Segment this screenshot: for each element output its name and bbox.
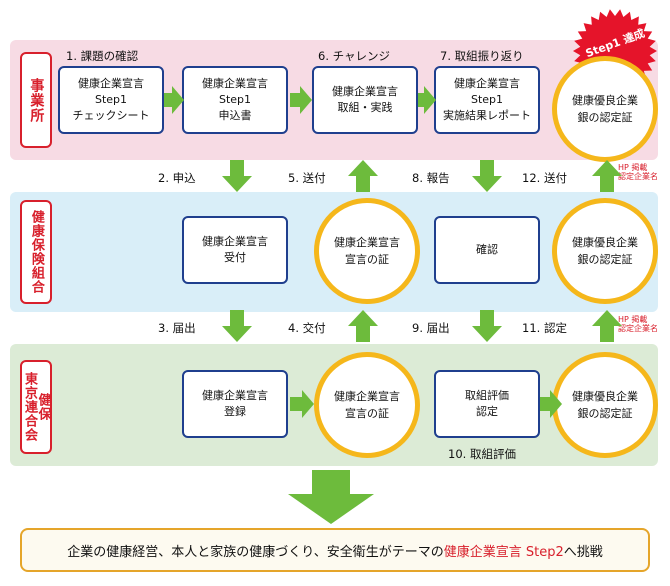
report-line1: 健康企業宣言 — [454, 77, 520, 91]
banner-text-highlight: 健康企業宣言 Step2 — [443, 544, 564, 560]
silver-company-line2: 銀の認定証 — [577, 111, 633, 124]
arrow-right-practice-to-report — [418, 86, 436, 114]
hp-note-bottom-line1: HP 掲載 — [618, 315, 648, 324]
declaration-kumiai-line2: 宣言の証 — [345, 253, 389, 266]
step-2-label: 2. 申込 — [158, 171, 196, 185]
declaration-kumiai-line1: 健康企業宣言 — [334, 235, 400, 249]
step-1-label: 1. 課題の確認 — [66, 49, 139, 63]
registration-box: 健康企業宣言 登録 — [182, 370, 288, 438]
reception-line2: 受付 — [224, 251, 246, 264]
declaration-rengokai-line1: 健康企業宣言 — [334, 389, 400, 403]
application-box: 健康企業宣言 Step1 申込書 — [182, 66, 288, 134]
arrow-right-application-to-practice — [290, 86, 312, 114]
checksheet-line2: Step1 — [94, 93, 128, 107]
arrow-down-step9 — [472, 310, 502, 342]
arrow-right-evaluation-to-certificate — [540, 390, 562, 418]
silver-kumiai-line2: 銀の認定証 — [577, 253, 633, 266]
arrow-up-step5 — [348, 160, 378, 192]
row-label-kenpo-kumiai-text: 健康保険組合 — [28, 210, 44, 294]
application-line2: Step1 — [218, 93, 252, 107]
application-line1: 健康企業宣言 — [202, 77, 268, 91]
declaration-proof-circle-rengokai: 健康企業宣言 宣言の証 — [314, 352, 420, 458]
report-line2: Step1 — [470, 93, 504, 107]
step-7-label: 7. 取組振り返り — [440, 49, 524, 63]
row-label-jigyosho-text: 事業所 — [28, 77, 45, 123]
step-3-label: 3. 届出 — [158, 321, 196, 335]
checksheet-line3: チェックシート — [72, 108, 150, 122]
hp-note-top-line2: 認定企業名 — [618, 172, 658, 182]
evaluation-box: 取組評価 認定 — [434, 370, 540, 438]
banner-text-after: へ挑戦 — [563, 544, 603, 560]
silver-certificate-circle-company: 健康優良企業 銀の認定証 — [552, 56, 658, 162]
silver-rengokai-line2: 銀の認定証 — [577, 407, 633, 420]
arrow-down-step3 — [222, 310, 252, 342]
arrow-right-registration-to-declaration — [290, 390, 314, 418]
reception-box: 健康企業宣言 受付 — [182, 216, 288, 284]
silver-company-line1: 健康優良企業 — [572, 93, 638, 107]
row-label-tokyo-col1: 健保 — [35, 393, 51, 421]
declaration-proof-circle-kumiai: 健康企業宣言 宣言の証 — [314, 198, 420, 304]
registration-line2: 登録 — [224, 405, 246, 418]
step-10-label: 10. 取組評価 — [448, 447, 516, 461]
checksheet-line1: 健康企業宣言 — [78, 77, 144, 91]
confirm-box: 確認 — [434, 216, 540, 284]
registration-line1: 健康企業宣言 — [202, 389, 268, 403]
arrow-up-step12 — [592, 160, 622, 192]
silver-rengokai-line1: 健康優良企業 — [572, 389, 638, 403]
silver-kumiai-line1: 健康優良企業 — [572, 235, 638, 249]
step-12-label: 12. 送付 — [522, 171, 567, 185]
step-4-label: 4. 交付 — [288, 321, 326, 335]
step-5-label: 5. 送付 — [288, 171, 326, 185]
hp-note-bottom: HP 掲載 認定企業名 — [618, 315, 658, 333]
report-box: 健康企業宣言 Step1 実施結果レポート — [434, 66, 540, 134]
reception-line1: 健康企業宣言 — [202, 235, 268, 249]
practice-box: 健康企業宣言 取組・実践 — [312, 66, 418, 134]
step-8-label: 8. 報告 — [412, 171, 450, 185]
row-label-kenpo-kumiai: 健康保険組合 — [20, 200, 52, 304]
practice-line2: 取組・実践 — [337, 101, 393, 114]
arrow-down-to-step2 — [288, 470, 374, 524]
row-label-tokyo-col2: 東京連合会 — [22, 372, 37, 442]
checksheet-box: 健康企業宣言 Step1 チェックシート — [58, 66, 164, 134]
practice-line1: 健康企業宣言 — [332, 85, 398, 99]
banner-text-before: 企業の健康経営、本人と家族の健康づくり、安全衛生がテーマの — [67, 544, 444, 560]
step2-challenge-banner: 企業の健康経営、本人と家族の健康づくり、安全衛生がテーマの健康企業宣言 Step… — [20, 528, 650, 572]
silver-certificate-circle-kumiai: 健康優良企業 銀の認定証 — [552, 198, 658, 304]
report-line3: 実施結果レポート — [443, 108, 531, 122]
arrow-up-step4 — [348, 310, 378, 342]
step-6-label: 6. チャレンジ — [318, 49, 391, 63]
arrow-up-step11 — [592, 310, 622, 342]
step-11-label: 11. 認定 — [522, 321, 567, 335]
row-label-tokyo-rengokai: 東京連合会健保 — [20, 360, 52, 454]
hp-note-bottom-line2: 認定企業名 — [618, 324, 658, 334]
application-line3: 申込書 — [218, 108, 252, 122]
confirm-line1: 確認 — [476, 243, 498, 257]
row-label-jigyosho: 事業所 — [20, 52, 52, 148]
evaluation-line1: 取組評価 — [465, 389, 509, 403]
step-9-label: 9. 届出 — [412, 321, 450, 335]
arrow-down-step8 — [472, 160, 502, 192]
silver-certificate-circle-rengokai: 健康優良企業 銀の認定証 — [552, 352, 658, 458]
evaluation-line2: 認定 — [476, 405, 498, 418]
hp-note-top: HP 掲載 認定企業名 — [618, 163, 658, 181]
arrow-down-step2 — [222, 160, 252, 192]
hp-note-top-line1: HP 掲載 — [618, 163, 648, 172]
declaration-rengokai-line2: 宣言の証 — [345, 407, 389, 420]
arrow-right-checksheet-to-application — [164, 86, 184, 114]
